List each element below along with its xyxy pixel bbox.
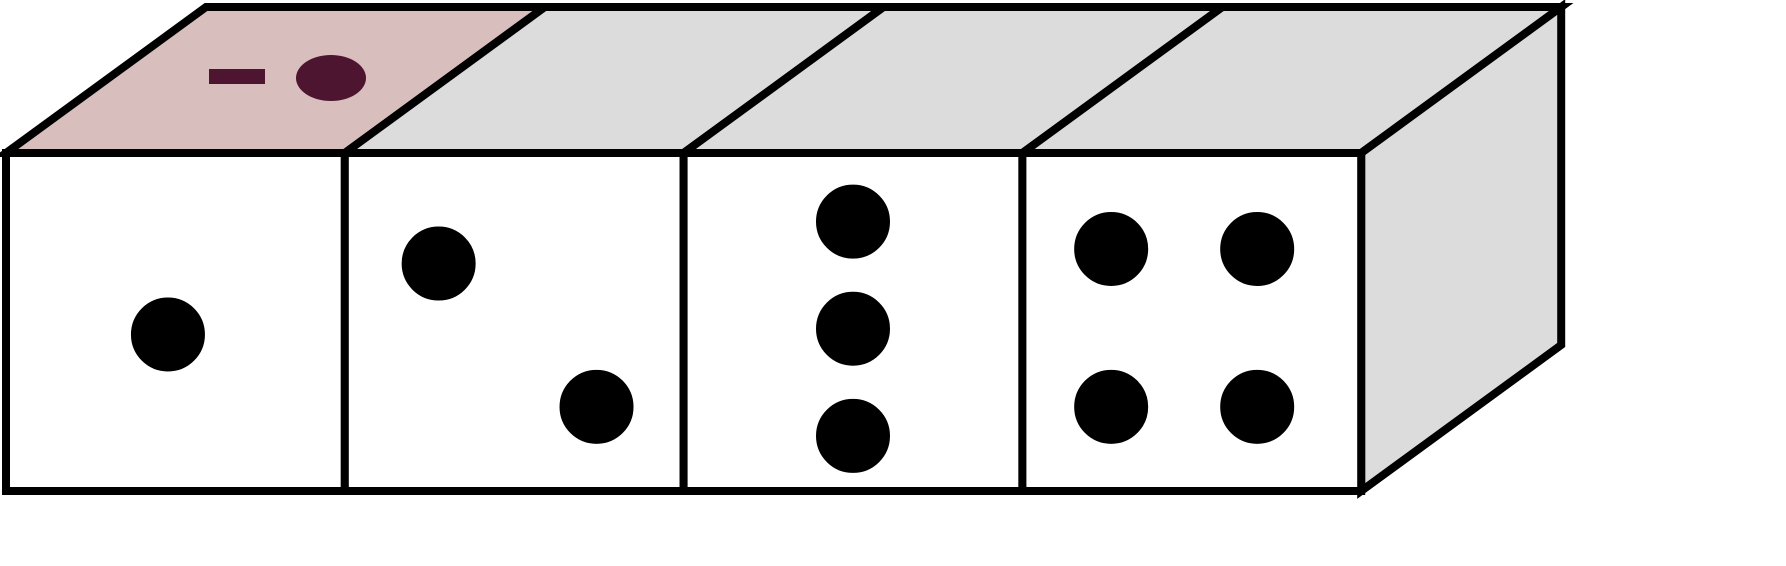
pip-block-4-1 <box>1074 211 1149 286</box>
pip-block-4-2 <box>1220 211 1295 286</box>
pip-block-4-3 <box>1074 369 1149 444</box>
pip-block-3-3 <box>816 398 890 473</box>
top-symbols <box>209 55 366 101</box>
front-face-2 <box>340 149 688 495</box>
top-faces <box>0 3 1574 157</box>
pip-block-4-4 <box>1220 369 1295 444</box>
pip-block-1-1 <box>130 297 205 372</box>
front-faces <box>2 149 1366 495</box>
pip-block-2-2 <box>559 369 634 444</box>
pip-block-2-1 <box>401 226 476 301</box>
front-face-4 <box>1018 149 1366 495</box>
oval-icon <box>296 55 366 101</box>
dash-icon <box>209 69 265 84</box>
pip-block-3-1 <box>816 184 890 259</box>
pip-block-3-2 <box>816 291 890 366</box>
pips <box>130 184 1295 473</box>
